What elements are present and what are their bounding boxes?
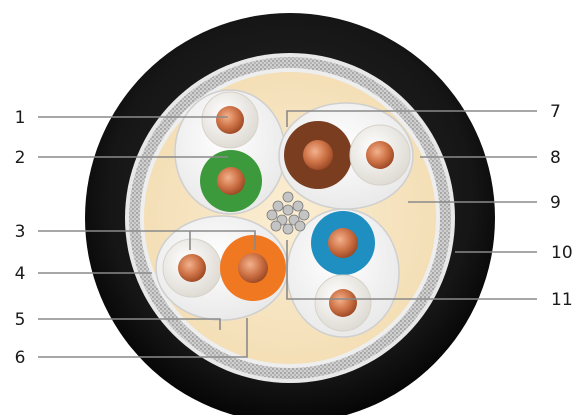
callout-9: 9: [550, 193, 561, 213]
copper-conductor: [303, 140, 333, 170]
callout-7: 7: [550, 102, 561, 122]
callout-1: 1: [15, 108, 26, 128]
copper-conductor: [329, 289, 357, 317]
copper-conductor: [328, 228, 358, 258]
callout-3: 3: [15, 222, 26, 242]
callout-11: 11: [551, 290, 573, 310]
callout-5: 5: [15, 310, 26, 330]
callout-2: 2: [15, 148, 26, 168]
callout-4: 4: [15, 264, 26, 284]
callout-6: 6: [15, 348, 26, 368]
copper-conductor: [216, 106, 244, 134]
copper-conductor: [238, 253, 268, 283]
copper-conductor: [366, 141, 394, 169]
pair-brown-white: [279, 103, 413, 209]
callout-10: 10: [551, 243, 573, 263]
callout-8: 8: [550, 148, 561, 168]
copper-conductor: [217, 167, 245, 195]
copper-conductor: [178, 254, 206, 282]
pair-white-green: [175, 90, 285, 214]
